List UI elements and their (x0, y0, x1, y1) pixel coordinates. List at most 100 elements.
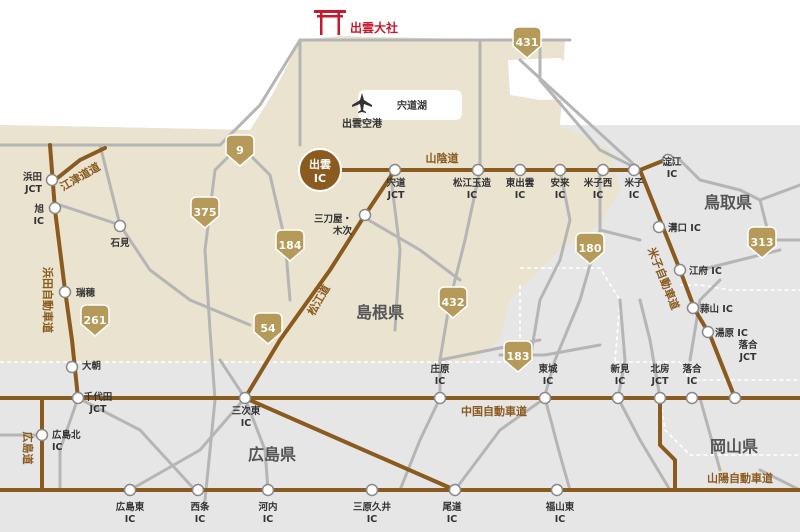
route-shield-183: 183 (503, 340, 533, 373)
pref-hiroshima: 広島県 (248, 445, 296, 464)
interchange-iwami[interactable]: 石見 (109, 219, 130, 250)
interchange-type: IC (195, 514, 206, 525)
interchange-name: 福山東 (545, 501, 575, 513)
interchange-yubara[interactable]: 湯原 IC (701, 325, 748, 340)
interchange-name: 溝口 IC (668, 222, 701, 234)
interchange-dot (365, 483, 379, 497)
interchange-type: IC (263, 514, 274, 525)
interchange-type: IC (435, 376, 446, 387)
interchange-name: 米子西 (583, 177, 613, 189)
interchange-dot (550, 483, 564, 497)
interchange-name: 旭 (33, 203, 44, 215)
interchange-dot (71, 391, 85, 405)
interchange-dot (513, 163, 527, 177)
interchange-dot (661, 153, 675, 167)
interchange-dot (653, 391, 667, 405)
interchange-name: 東出雲 (505, 177, 535, 189)
interchange-omasa[interactable]: 大朝 (65, 360, 102, 374)
interchange-name: 松江玉造 (453, 177, 492, 189)
interchange-dot (448, 483, 462, 497)
interchange-type: IC (447, 514, 458, 525)
interchange-name: 東城 (537, 363, 558, 375)
label-hiroshima-road: 広島道 (21, 432, 35, 465)
interchange-type: JCT (89, 404, 108, 415)
interchange-name: 庄原 (430, 363, 450, 375)
interchange-name: 広島北 (52, 429, 81, 441)
route-number: 261 (84, 314, 107, 327)
interchange-type: IC (241, 418, 252, 429)
interchange-type: IC (687, 376, 698, 387)
interchange-mizuho[interactable]: 瑞穂 (58, 285, 96, 300)
interchange-dot (48, 201, 62, 215)
interchange-name: 淀江 (662, 156, 682, 168)
interchange-name: 三次東 (232, 405, 261, 417)
interchange-type: IC (515, 190, 526, 201)
interchange-type: JCT (739, 352, 758, 363)
interchange-dot (35, 428, 49, 442)
torii-icon (314, 10, 346, 35)
pref-okayama: 岡山県 (710, 437, 758, 456)
interchange-hiruzen[interactable]: 蒜山 IC (686, 301, 733, 316)
route-number: 180 (579, 242, 602, 255)
airplane-icon (352, 93, 372, 113)
route-number: 184 (279, 239, 302, 252)
interchange-mitoya[interactable]: 三刀屋・木次 (314, 208, 372, 238)
izumo-ic-highlight[interactable]: 出雲 IC (298, 148, 342, 192)
label-sanin: 山陰道 (426, 151, 459, 165)
interchange-kofu[interactable]: 江府 IC (673, 263, 722, 278)
interchange-type: IC (367, 514, 378, 525)
pref-tottori: 鳥取県 (704, 193, 752, 212)
interchange-dot (652, 220, 666, 234)
interchange-name: 落合 (738, 339, 758, 351)
yonago-expressway-line (638, 168, 737, 400)
izumo-ic-line1: 出雲 (309, 157, 331, 171)
interchange-type: JCT (24, 184, 43, 195)
interchange-type: IC (555, 514, 566, 525)
interchange-dot (553, 163, 567, 177)
airport-label: 出雲空港 (342, 117, 383, 130)
interchange-type: IC (543, 376, 554, 387)
interchange-dot (685, 391, 699, 405)
label-hamada: 浜田自動車道 (41, 267, 55, 333)
interchange-asahi[interactable]: 旭IC (33, 201, 62, 228)
route-shield-313: 313 (747, 226, 777, 259)
interchange-name: 北房 (650, 363, 669, 375)
interchange-type: IC (33, 216, 44, 227)
airport-marker: 出雲空港 (342, 93, 383, 130)
hokubo-link-line (658, 396, 677, 492)
interchange-name: 三刀屋・ (314, 214, 352, 225)
interchange-dot (58, 285, 72, 299)
route-shield-9: 9 (225, 134, 255, 167)
lake (358, 90, 462, 120)
interchange-name: 安来 (550, 177, 570, 189)
interchange-mizoguchi[interactable]: 溝口 IC (652, 220, 701, 235)
interchange-dot (261, 483, 275, 497)
miyoshi-onomichi-line (243, 396, 457, 492)
